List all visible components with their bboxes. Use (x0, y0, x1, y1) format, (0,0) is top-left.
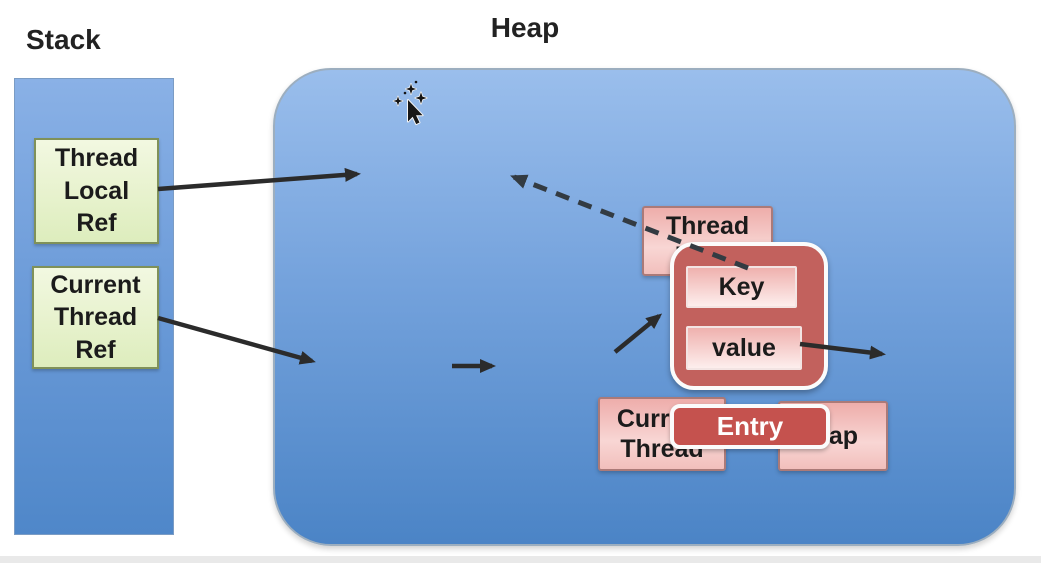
stack-region: Thread Local Ref Current Thread Ref (14, 78, 174, 535)
entry-container: Key value (670, 242, 828, 390)
stack-title: Stack (26, 24, 101, 55)
node-key: Key (686, 266, 797, 308)
bottom-edge-strip (0, 556, 1041, 563)
heap-title: Heap (490, 12, 560, 43)
node-value: value (686, 326, 802, 370)
node-thread-local-ref: Thread Local Ref (34, 138, 159, 244)
node-current-thread-ref: Current Thread Ref (32, 266, 159, 369)
entry-label: Entry (670, 404, 830, 449)
heap-region: Thread Local Current Thread Map Key valu… (273, 68, 1016, 546)
